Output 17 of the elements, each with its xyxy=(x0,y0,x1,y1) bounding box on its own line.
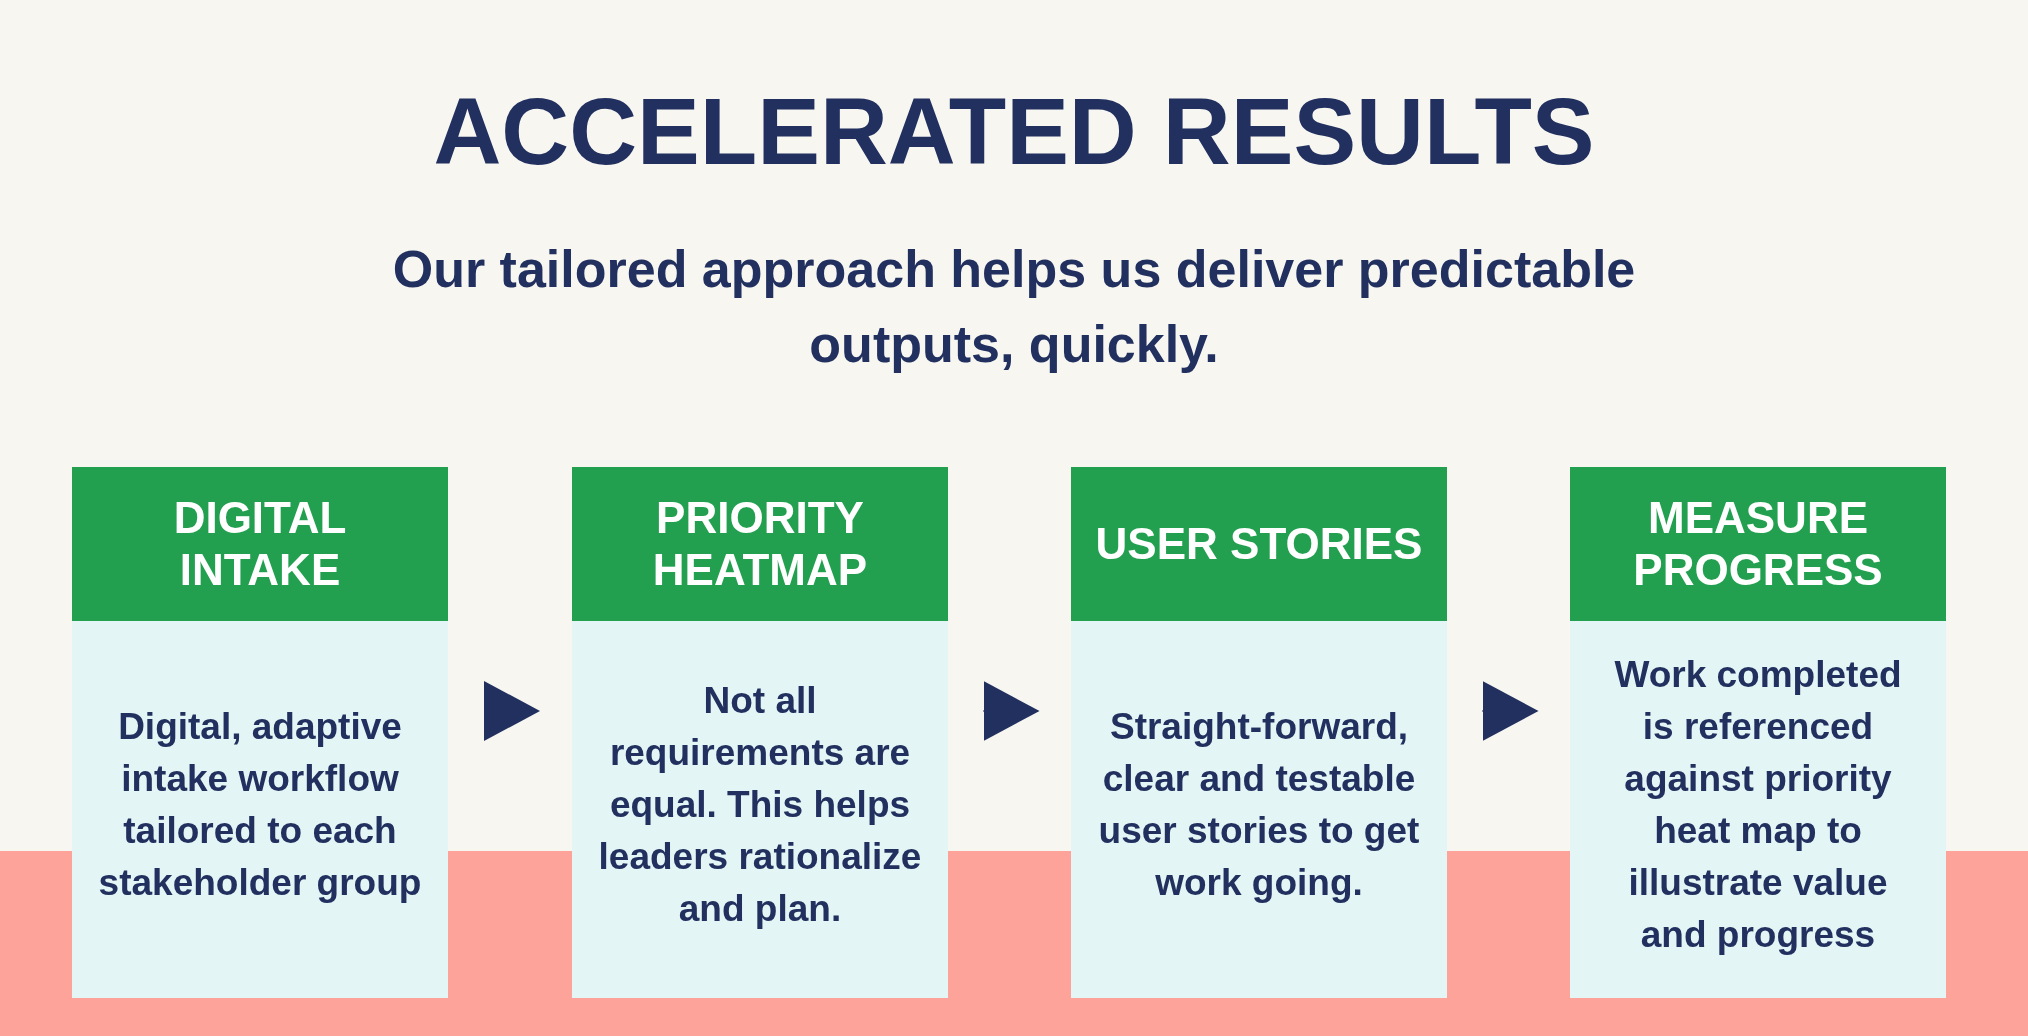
step-heading: USER STORIES xyxy=(1071,467,1447,621)
title: ACCELERATED RESULTS xyxy=(432,80,1596,184)
step-card xyxy=(72,467,448,998)
step-description: Not all requirements are equal. This helps leaders rationalize and plan. xyxy=(598,678,922,931)
step-heading: MEASURE PROGRESS xyxy=(1570,467,1946,621)
step-heading: PRIORITY HEATMAP xyxy=(572,467,948,621)
arrow xyxy=(483,681,540,741)
step-description: Straight-forward, clear and testable user stories to get work going. xyxy=(1097,704,1421,905)
step-description: Work completed is referenced against priority heat map to illustrate value and progress xyxy=(1613,652,1903,957)
step-description: Digital, adaptive intake workflow tailored to each stakeholder group xyxy=(98,704,422,905)
subtitle: Our tailored approach helps us deliver predictable outputs, quickly. xyxy=(391,239,1637,375)
arrow xyxy=(1481,681,1539,741)
step-card xyxy=(1570,467,1946,998)
step-card xyxy=(1071,467,1447,998)
step-card xyxy=(572,467,948,998)
arrow xyxy=(982,681,1040,741)
step-heading: DIGITAL INTAKE xyxy=(72,467,448,621)
